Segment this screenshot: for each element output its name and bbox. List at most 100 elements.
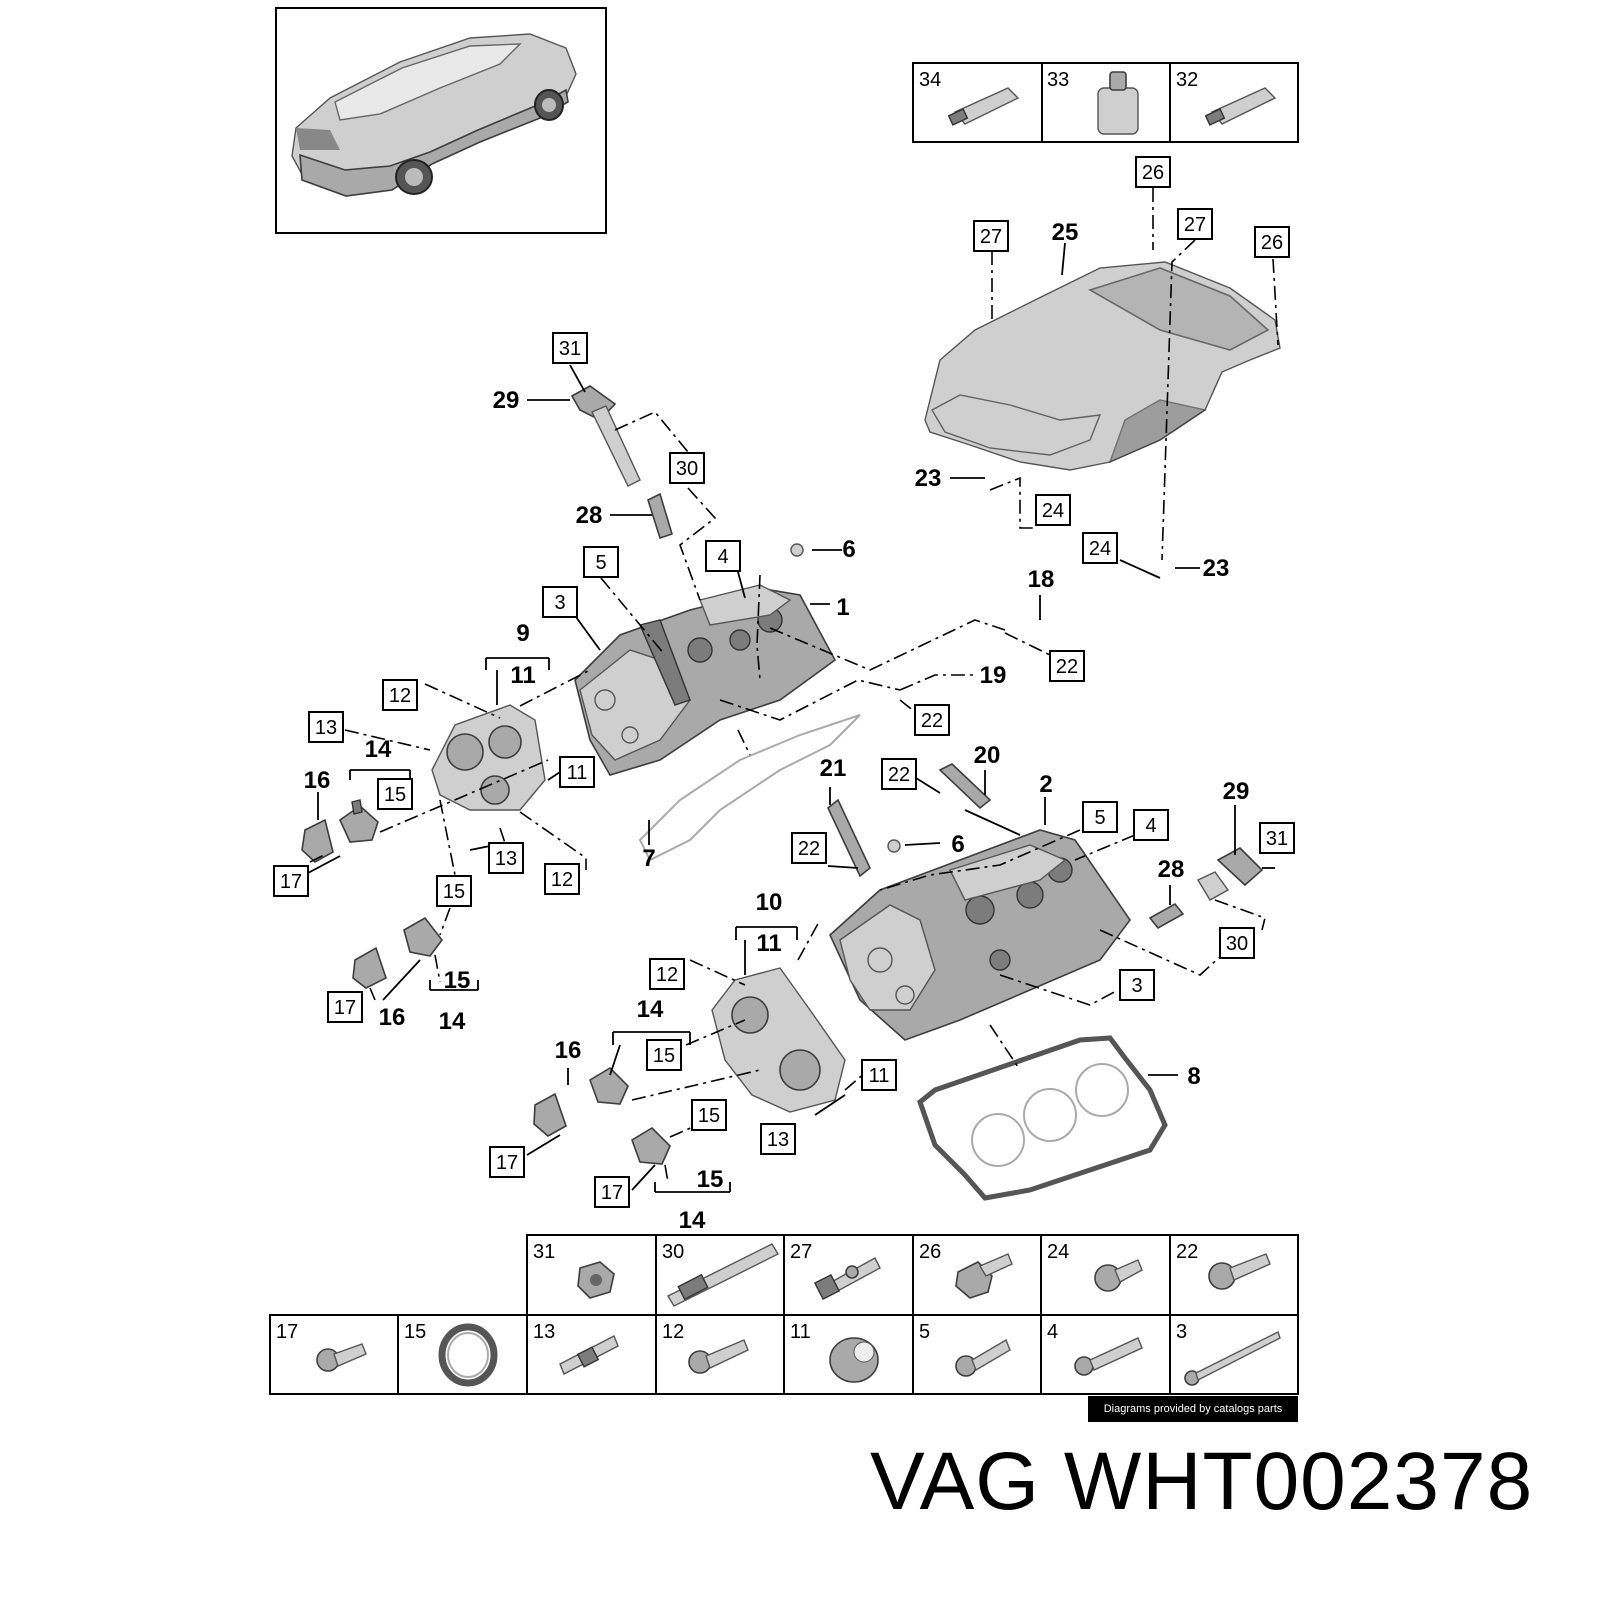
bold-23: 23 — [915, 465, 942, 492]
table-cell-27: 27 — [790, 1241, 812, 1263]
bold-6: 6 — [842, 536, 855, 563]
sealant-tube-icon — [1204, 87, 1277, 126]
callout-26b: 26 — [1261, 232, 1283, 254]
seal-ring-icon — [438, 1323, 498, 1387]
bolt-icon — [1074, 1337, 1143, 1376]
callout-3b: 3 — [1131, 975, 1142, 997]
bold-15b: 15 — [697, 1166, 724, 1193]
bold-18: 18 — [1028, 566, 1055, 593]
bold-28b: 28 — [1158, 856, 1185, 883]
callout-15: 15 — [384, 784, 406, 806]
callout-13: 13 — [315, 717, 337, 739]
callout-12c: 12 — [656, 964, 678, 986]
bold-14c: 14 — [439, 1008, 466, 1035]
bolt-icon — [1208, 1253, 1271, 1290]
callout-5b: 5 — [1094, 807, 1105, 829]
bolt-icon — [1094, 1259, 1143, 1292]
table-cell-5: 5 — [919, 1321, 930, 1343]
bracket-21 — [827, 798, 871, 878]
heat-shield — [924, 261, 1281, 471]
table-cell-4: 4 — [1047, 1321, 1058, 1343]
bolt-icon — [688, 1339, 749, 1374]
callout-15b: 15 — [443, 881, 465, 903]
bold-callouts: 25 29 28 6 1 9 11 14 16 23 23 18 19 7 21… — [304, 219, 1250, 1234]
stud-icon — [667, 1243, 779, 1307]
bolt-icon — [1184, 1331, 1281, 1386]
callout-22: 22 — [1056, 656, 1078, 678]
bolt-icon — [813, 1257, 881, 1301]
table-cell-31: 31 — [533, 1241, 555, 1263]
solenoid-right-lower — [631, 1126, 671, 1165]
bold-14: 14 — [365, 736, 392, 763]
callout-17d: 17 — [601, 1182, 623, 1204]
spark-plug-right — [1148, 902, 1185, 930]
nut-icon — [577, 1261, 615, 1299]
bold-2: 2 — [1039, 771, 1052, 798]
bold-21: 21 — [820, 755, 847, 782]
table-cell-22: 22 — [1176, 1241, 1198, 1263]
bold-11b: 11 — [756, 930, 781, 957]
bold-14b: 14 — [637, 996, 664, 1023]
table-cell-33: 33 — [1047, 69, 1069, 91]
callout-30b: 30 — [1226, 933, 1248, 955]
bold-15: 15 — [444, 967, 471, 994]
cam-adjuster-cover-right — [711, 967, 846, 1113]
callout-17: 17 — [280, 871, 302, 893]
callout-17c: 17 — [496, 1152, 518, 1174]
bold-16b: 16 — [555, 1037, 582, 1064]
callout-22d: 22 — [798, 838, 820, 860]
callout-11: 11 — [567, 762, 588, 784]
table-cell-11: 11 — [790, 1321, 811, 1343]
callout-27: 27 — [980, 226, 1002, 248]
bold-14d: 14 — [679, 1207, 706, 1234]
head-gasket-left — [638, 714, 861, 862]
bold-6b: 6 — [951, 831, 964, 858]
callout-26: 26 — [1142, 162, 1164, 184]
sealant-bottle-icon — [1097, 71, 1139, 135]
spark-plug — [647, 492, 673, 540]
credit-bar: Diagrams provided by catalogs parts — [1088, 1396, 1298, 1422]
top-parts-table: 34 33 32 — [912, 62, 1299, 143]
bolt-icon — [316, 1343, 367, 1372]
callout-31b: 31 — [1266, 828, 1288, 850]
bold-28: 28 — [576, 502, 603, 529]
solenoid-left-upper — [338, 799, 379, 843]
bold-25: 25 — [1052, 219, 1079, 246]
bold-20: 20 — [974, 742, 1001, 769]
bold-11: 11 — [510, 662, 535, 689]
boxed-callouts: 26 27 27 26 31 30 24 24 5 4 3 12 13 15 1… — [273, 156, 1295, 1208]
table-cell-12: 12 — [662, 1321, 684, 1343]
bold-8: 8 — [1187, 1063, 1200, 1090]
callout-12b: 12 — [551, 869, 573, 891]
table-cell-34: 34 — [919, 69, 941, 91]
table-cell-17: 17 — [276, 1321, 298, 1343]
callout-4: 4 — [717, 546, 728, 568]
leader-lines — [307, 188, 1279, 1193]
cam-adjuster-cover-left — [431, 704, 546, 811]
plug-6-left — [790, 543, 804, 557]
callout-27b: 27 — [1184, 214, 1206, 236]
callout-15d: 15 — [698, 1105, 720, 1127]
callout-11b: 11 — [869, 1065, 890, 1087]
bolt-icon — [955, 1338, 1011, 1377]
bracket-20 — [938, 763, 992, 810]
sealant-tube-icon — [947, 87, 1020, 126]
callout-13c: 13 — [767, 1129, 789, 1151]
callout-17b: 17 — [334, 997, 356, 1019]
callout-5: 5 — [595, 552, 606, 574]
bold-7: 7 — [642, 845, 655, 872]
table-cell-32: 32 — [1176, 69, 1198, 91]
bold-19: 19 — [980, 662, 1007, 689]
bold-16: 16 — [304, 767, 331, 794]
table-cell-30: 30 — [662, 1241, 684, 1263]
table-cell-3: 3 — [1176, 1321, 1187, 1343]
table-cell-26: 26 — [919, 1241, 941, 1263]
bold-10: 10 — [756, 889, 783, 916]
cylinder-head-left — [574, 543, 837, 776]
ignition-coil-right — [1197, 847, 1264, 901]
callout-3: 3 — [554, 592, 565, 614]
solenoid-left-2 — [352, 916, 444, 989]
table-cell-15: 15 — [404, 1321, 426, 1343]
vehicle-thumbnail-frame — [275, 7, 607, 234]
callout-24b: 24 — [1089, 538, 1111, 560]
